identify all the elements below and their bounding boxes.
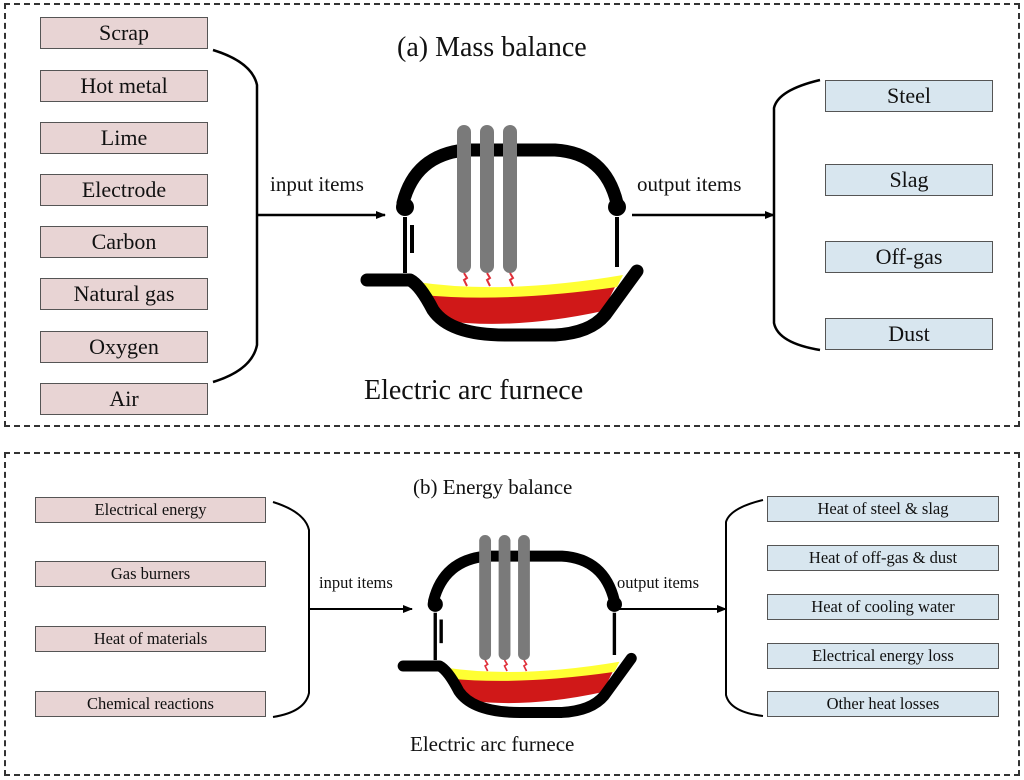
energy-output-heat-of-off-gas-dust: Heat of off-gas & dust: [767, 545, 999, 571]
energy-output-heat-of-cooling-water: Heat of cooling water: [767, 594, 999, 620]
energy-balance-title: (b) Energy balance: [413, 475, 573, 499]
mass-output-dust: Dust: [825, 318, 993, 350]
mass-input-hot-metal: Hot metal: [40, 70, 208, 102]
energy-input-heat-of-materials: Heat of materials: [35, 626, 266, 652]
mass-output-steel: Steel: [825, 80, 993, 112]
mass-balance-title: (a) Mass balance: [397, 32, 587, 63]
energy-input-label: input items: [319, 573, 393, 592]
energy-input-chemical-reactions: Chemical reactions: [35, 691, 266, 717]
energy-balance-panel: [4, 452, 1020, 776]
mass-input-oxygen: Oxygen: [40, 331, 208, 363]
mass-output-slag: Slag: [825, 164, 993, 196]
mass-input-label: input items: [270, 172, 364, 196]
mass-input-lime: Lime: [40, 122, 208, 154]
mass-input-carbon: Carbon: [40, 226, 208, 258]
mass-balance-panel: [4, 3, 1020, 427]
mass-input-scrap: Scrap: [40, 17, 208, 49]
energy-output-electrical-energy-loss: Electrical energy loss: [767, 643, 999, 669]
energy-output-label: output items: [617, 573, 700, 592]
mass-output-off-gas: Off-gas: [825, 241, 993, 273]
mass-input-electrode: Electrode: [40, 174, 208, 206]
energy-input-electrical-energy: Electrical energy: [35, 497, 266, 523]
energy-output-other-heat-losses: Other heat losses: [767, 691, 999, 717]
mass-output-label: output items: [637, 172, 742, 196]
energy-output-heat-of-steel-slag: Heat of steel & slag: [767, 496, 999, 522]
mass-input-natural-gas: Natural gas: [40, 278, 208, 310]
energy-input-gas-burners: Gas burners: [35, 561, 266, 587]
mass-furnace-caption: Electric arc furnece: [364, 375, 584, 406]
energy-furnace-caption: Electric arc furnece: [410, 732, 575, 756]
mass-input-air: Air: [40, 383, 208, 415]
